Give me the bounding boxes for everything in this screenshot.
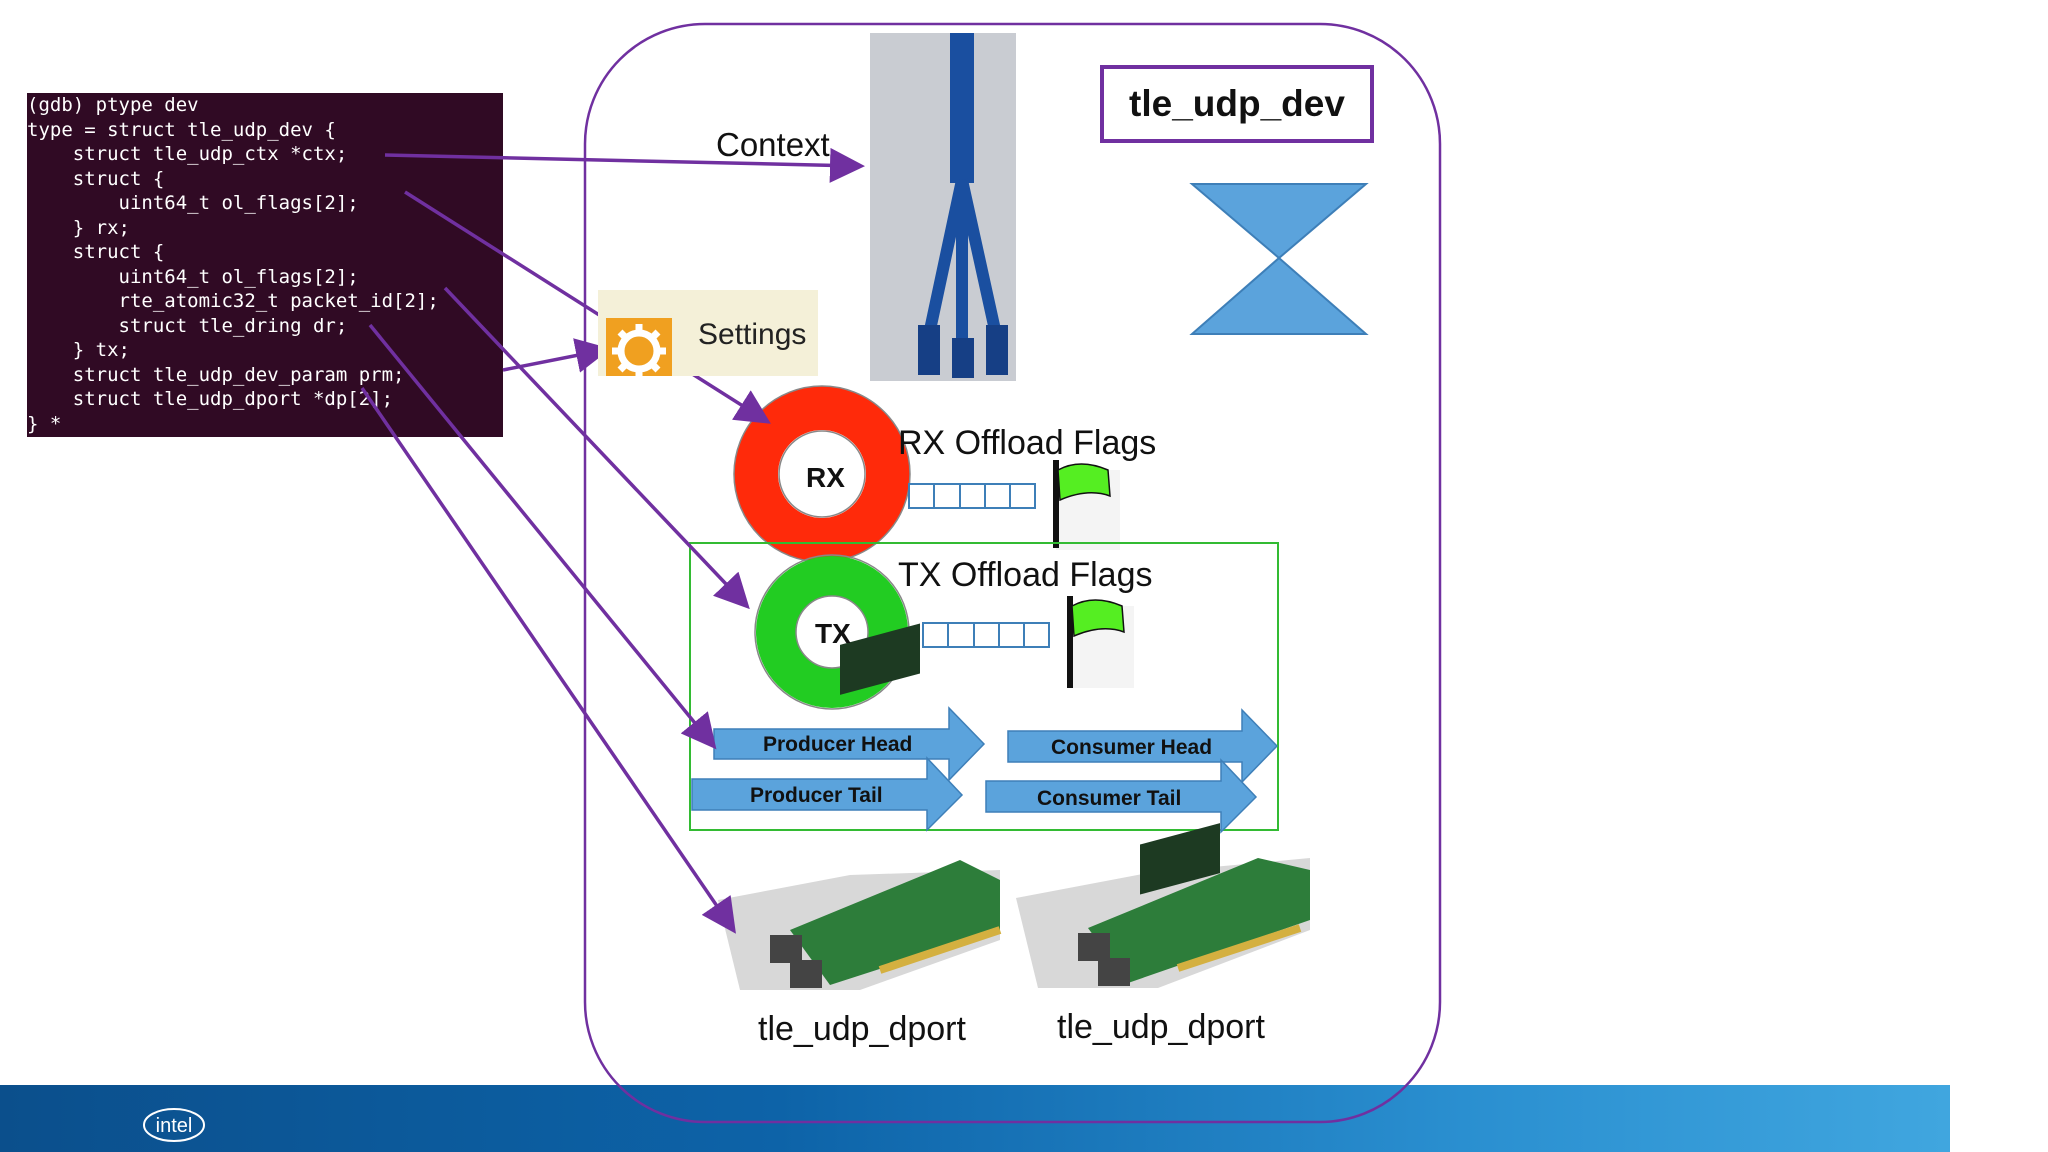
producer-head-label: Producer Head	[763, 733, 913, 756]
dring-arrow	[368, 323, 717, 750]
consumer-tail-label: Consumer Tail	[1037, 787, 1182, 810]
context-label: Context	[716, 126, 830, 163]
consumer-tail-arrow	[985, 758, 1258, 834]
rx-ring	[733, 385, 911, 563]
device-container	[583, 22, 1442, 1124]
terminal-line: uint64_t ol_flags[2];	[27, 192, 359, 214]
consumer-head-label: Consumer Head	[1051, 736, 1213, 759]
settings-label: Settings	[698, 318, 807, 351]
terminal-line: type = struct tle_udp_dev {	[27, 118, 336, 141]
rx-flag-icon	[1053, 460, 1120, 550]
terminal-line: struct tle_udp_ctx *ctx;	[27, 143, 348, 165]
tx-flag-icon	[1067, 596, 1134, 688]
device-title: tle_udp_dev	[1100, 65, 1374, 143]
cable-image	[870, 33, 1016, 381]
terminal-line: struct {	[27, 241, 165, 263]
nic-card-1-image	[718, 623, 1002, 990]
connector-arrows	[360, 147, 865, 934]
producer-tail-arrow	[691, 756, 964, 832]
rx-flag-bits	[908, 483, 1036, 509]
rx-offload-flags-label: RX Offload Flags	[898, 424, 1157, 462]
terminal-line: } tx;	[27, 339, 130, 361]
footer-bar	[0, 1085, 1950, 1152]
rx-ring-label: RX	[806, 462, 845, 493]
tx-flag-bits	[922, 622, 1050, 648]
terminal-line: struct tle_dring dr;	[27, 314, 348, 337]
ctx-arrow	[384, 147, 865, 183]
terminal-line: } *	[27, 412, 62, 435]
consumer-head-arrow	[1007, 708, 1279, 784]
terminal-line: struct {	[27, 167, 165, 190]
terminal-line: (gdb) ptype dev	[27, 94, 199, 116]
dport-label-2: tle_udp_dport	[1057, 1008, 1265, 1046]
intel-logo-text: intel	[156, 1115, 193, 1137]
terminal-line: rte_atomic32_t packet_id[2];	[27, 290, 439, 312]
tx-flags-arrow	[443, 286, 750, 610]
dport-arrow	[360, 387, 736, 934]
tx-offload-flags-label: TX Offload Flags	[898, 556, 1153, 594]
terminal-line: uint64_t ol_flags[2];	[27, 265, 359, 288]
terminal-line: } rx;	[27, 216, 130, 239]
nic-card-2-image	[1016, 823, 1310, 988]
gear-icon	[606, 318, 672, 376]
dport-label-1: tle_udp_dport	[758, 1010, 966, 1048]
intel-logo: intel	[143, 1108, 205, 1142]
producer-head-arrow	[713, 706, 986, 782]
terminal-line: struct tle_udp_dev_param prm;	[27, 363, 405, 386]
tx-region-box	[689, 542, 1279, 831]
tx-ring-label: TX	[815, 618, 851, 649]
settings-thumbnail: Settings	[598, 290, 818, 376]
rx-flags-arrow	[404, 190, 771, 424]
producer-tail-label: Producer Tail	[750, 784, 883, 807]
hourglass-icon	[1189, 183, 1369, 335]
